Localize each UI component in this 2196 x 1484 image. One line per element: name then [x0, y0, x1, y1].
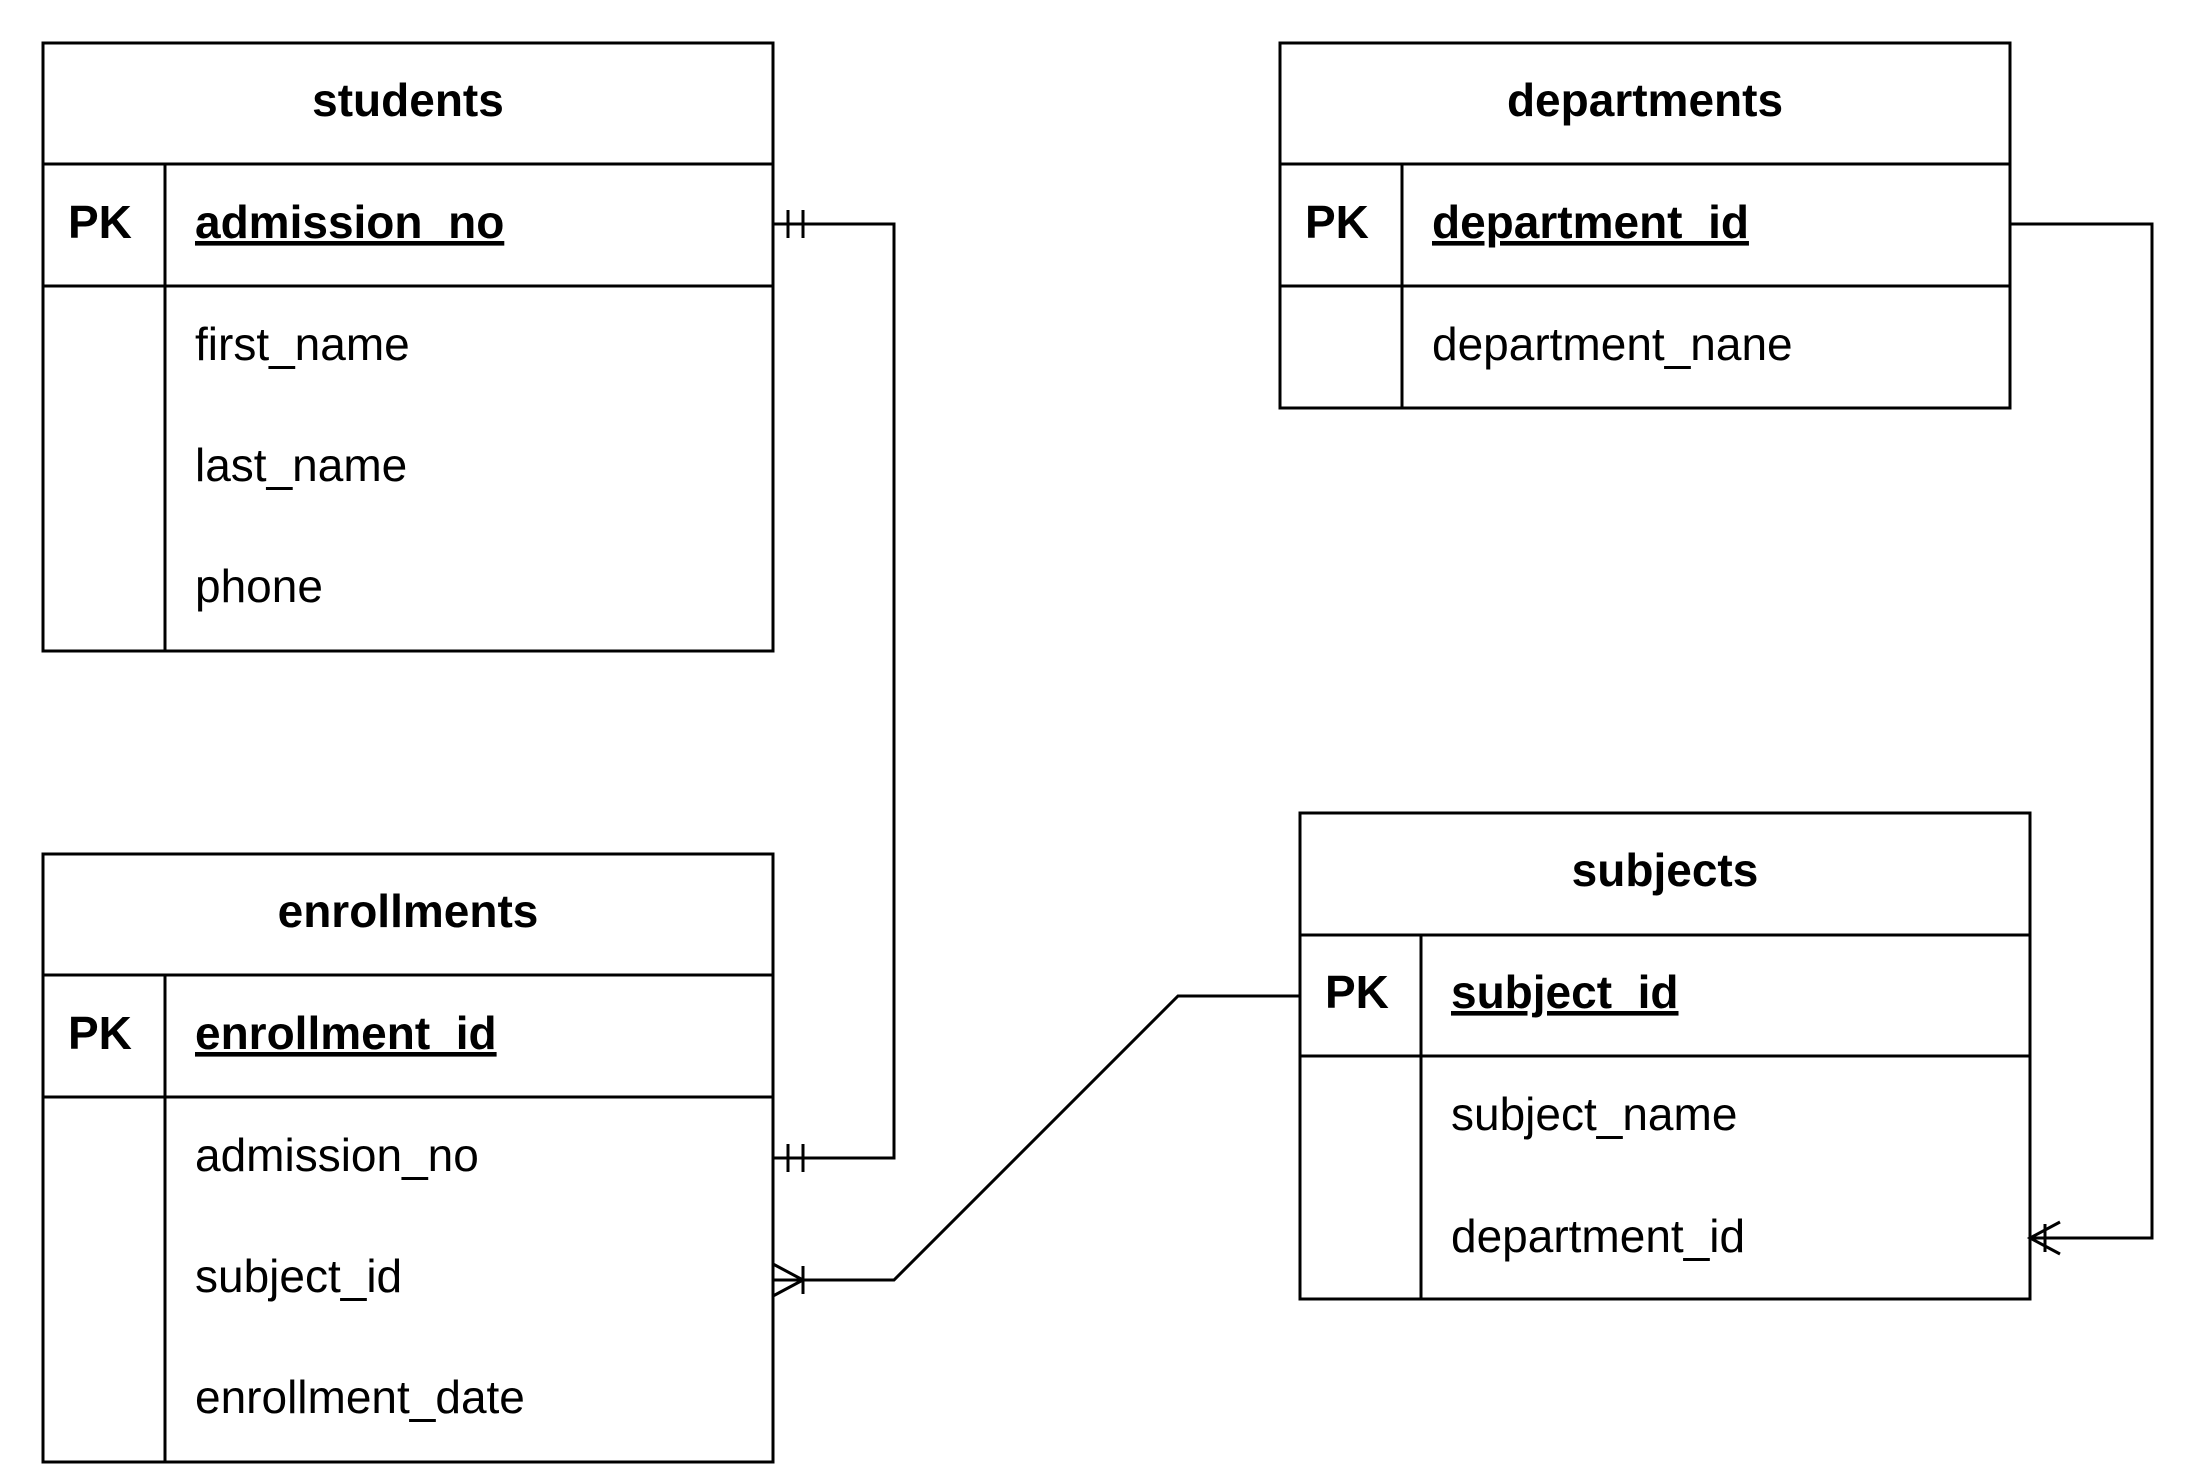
entity-departments-field: department_nane: [1432, 318, 1793, 370]
relationship-connector-line: [773, 994, 1300, 1282]
entity-students-field: first_name: [195, 318, 410, 370]
entity-departments[interactable]: departments PK department_id department_…: [1278, 41, 2012, 410]
entity-enrollments[interactable]: enrollments PK enrollment_id admission_n…: [41, 852, 775, 1464]
entity-departments-title: departments: [1507, 74, 1783, 126]
entity-subjects-pk-field: subject_id: [1451, 966, 1679, 1018]
entity-subjects-field: subject_name: [1451, 1088, 1737, 1140]
relationship-subjects-enrollments[interactable]: [772, 994, 1300, 1298]
entity-students[interactable]: students PK admission_no first_name last…: [41, 41, 775, 653]
entity-enrollments-pk-field: enrollment_id: [195, 1007, 497, 1059]
one-or-many-marker-icon: [2026, 1220, 2061, 1256]
entity-students-field: last_name: [195, 439, 407, 491]
relationship-connector-line: [2010, 222, 2154, 1240]
entity-subjects-title: subjects: [1572, 844, 1759, 896]
entity-subjects-pk-label: PK: [1325, 966, 1389, 1018]
entity-enrollments-title: enrollments: [278, 885, 539, 937]
entity-departments-pk-field: department_id: [1432, 196, 1749, 248]
entity-enrollments-field: enrollment_date: [195, 1371, 525, 1423]
entity-students-field: phone: [195, 560, 323, 612]
entity-departments-pk-label: PK: [1305, 196, 1369, 248]
entity-students-pk-label: PK: [68, 196, 132, 248]
entity-students-title: students: [312, 74, 504, 126]
relationship-connector-line: [773, 222, 896, 1160]
entity-students-pk-field: admission_no: [195, 196, 504, 248]
relationship-students-enrollments[interactable]: [773, 210, 896, 1172]
entity-subjects[interactable]: subjects PK subject_id subject_name depa…: [1298, 811, 2032, 1301]
entity-enrollments-pk-label: PK: [68, 1007, 132, 1059]
entity-enrollments-field: admission_no: [195, 1129, 479, 1181]
relationship-departments-subjects[interactable]: [2010, 222, 2154, 1256]
entity-subjects-field: department_id: [1451, 1210, 1745, 1262]
entity-enrollments-field: subject_id: [195, 1250, 402, 1302]
